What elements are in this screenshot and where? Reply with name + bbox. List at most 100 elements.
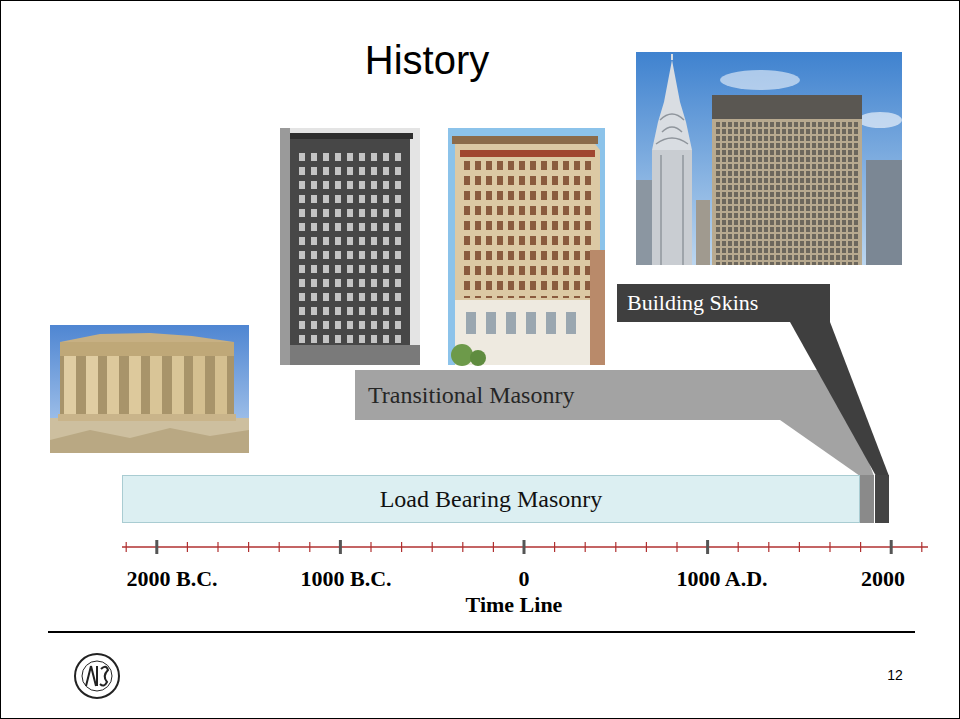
axis-tick [126, 542, 127, 552]
early-skyscraper-photo-part [296, 150, 404, 345]
transitional-building-photo-part [462, 158, 592, 298]
axis-label: 2000 B.C. [126, 566, 217, 592]
aisc-logo [75, 654, 119, 698]
axis-label: 0 [519, 566, 530, 592]
axis-tick [248, 542, 249, 552]
transitional-building-photo-part [526, 312, 536, 334]
axis-tick [401, 542, 402, 552]
box-label: Building Skins [627, 290, 758, 316]
modern-skyline-photo-part [716, 122, 858, 265]
transitional-building-photo-part [460, 150, 595, 157]
transitional-building-photo-part [506, 312, 516, 334]
axis-tick [615, 542, 616, 552]
axis-tick [768, 542, 769, 552]
transitional-building-photo-part [546, 312, 556, 334]
era-segment [860, 475, 874, 523]
axis-tick [279, 542, 280, 552]
axis-tick [462, 542, 463, 552]
page-number: 12 [887, 667, 903, 683]
box-label: Load Bearing Masonry [380, 486, 603, 513]
callout-box: Building Skins [617, 284, 830, 322]
transitional-building-photo-part [451, 344, 473, 366]
modern-skyline-photo-part [636, 180, 652, 265]
transitional-building-photo [448, 128, 605, 366]
modern-skyline-photo-part [636, 52, 902, 265]
modern-skyline-photo-part [656, 114, 688, 144]
parthenon-photo-part [107, 356, 119, 414]
axis-tick [554, 542, 555, 552]
early-skyscraper-photo-part [280, 345, 420, 365]
axis-tick [706, 540, 709, 554]
transitional-building-photo-part [470, 350, 486, 366]
axis-label: 1000 B.C. [300, 566, 391, 592]
era-segment [875, 475, 889, 523]
modern-skyline-photo [636, 52, 902, 265]
axis-tick [217, 542, 218, 552]
modern-skyline-photo-part [682, 155, 684, 265]
axis-tick [646, 542, 647, 552]
transitional-building-photo-part [566, 312, 576, 334]
early-skyscraper-photo-part [287, 133, 413, 139]
parthenon-photo-part [86, 356, 98, 414]
parthenon-photo-part [60, 342, 234, 356]
parthenon-photo-part [50, 428, 249, 453]
callout-box: Transitional Masonry [355, 370, 815, 420]
modern-skyline-photo-part [660, 155, 662, 265]
axis-title: Time Line [466, 592, 563, 618]
modern-skyline-photo-part [712, 95, 862, 265]
modern-skyline-photo-part [652, 60, 692, 150]
axis-label: 2000 [861, 566, 905, 592]
slide-title: History [365, 38, 489, 83]
axis-tick [676, 542, 677, 552]
early-skyscraper-photo-part [280, 128, 420, 365]
parthenon-photo-part [215, 356, 227, 414]
aisc-logo-part [82, 661, 112, 691]
axis-tick [370, 542, 371, 552]
axis-tick [890, 540, 893, 554]
parthenon-photo-part [64, 356, 76, 414]
axis-tick [309, 542, 310, 552]
parthenon-photo-part [50, 418, 249, 453]
axis-tick [921, 542, 922, 552]
aisc-logo-part [75, 654, 119, 698]
axis-tick [860, 542, 861, 552]
parthenon-photo-part [150, 356, 162, 414]
early-skyscraper-photo-part [290, 135, 410, 365]
parthenon-photo-part [50, 325, 249, 453]
aisc-logo-part [86, 666, 108, 686]
axis-tick [339, 540, 342, 554]
transitional-building-photo-part [590, 250, 605, 365]
modern-skyline-photo-part [858, 112, 902, 128]
modern-skyline-photo-part [671, 54, 673, 60]
early-skyscraper-photo [280, 128, 420, 365]
axis-tick [585, 542, 586, 552]
modern-skyline-photo-part [712, 95, 862, 119]
axis-tick [432, 542, 433, 552]
box-label: Transitional Masonry [368, 382, 574, 409]
modern-skyline-photo-part [652, 150, 692, 265]
axis-tick [155, 540, 158, 554]
parthenon-photo-part [129, 356, 141, 414]
early-skyscraper-photo-part [280, 128, 290, 365]
axis-tick [799, 542, 800, 552]
timeline-axis [122, 540, 928, 554]
footer-rule [48, 631, 915, 633]
modern-skyline-photo-part [696, 200, 710, 265]
parthenon-photo-part [60, 333, 234, 342]
axis-tick [829, 542, 830, 552]
transitional-building-photo-part [455, 140, 600, 365]
transitional-building-photo-part [466, 312, 476, 334]
axis-label: 1000 A.D. [676, 566, 767, 592]
transitional-building-photo-part [452, 136, 598, 144]
axis-tick [187, 542, 188, 552]
transitional-building-photo-part [486, 312, 496, 334]
transitional-building-photo-part [448, 128, 605, 365]
axis-tick [738, 542, 739, 552]
parthenon-photo-part [58, 414, 236, 421]
modern-skyline-photo-part [866, 160, 902, 265]
era-band: Load Bearing Masonry [122, 475, 860, 523]
parthenon-photo-part [60, 356, 234, 414]
transitional-building-photo-part [455, 300, 600, 365]
